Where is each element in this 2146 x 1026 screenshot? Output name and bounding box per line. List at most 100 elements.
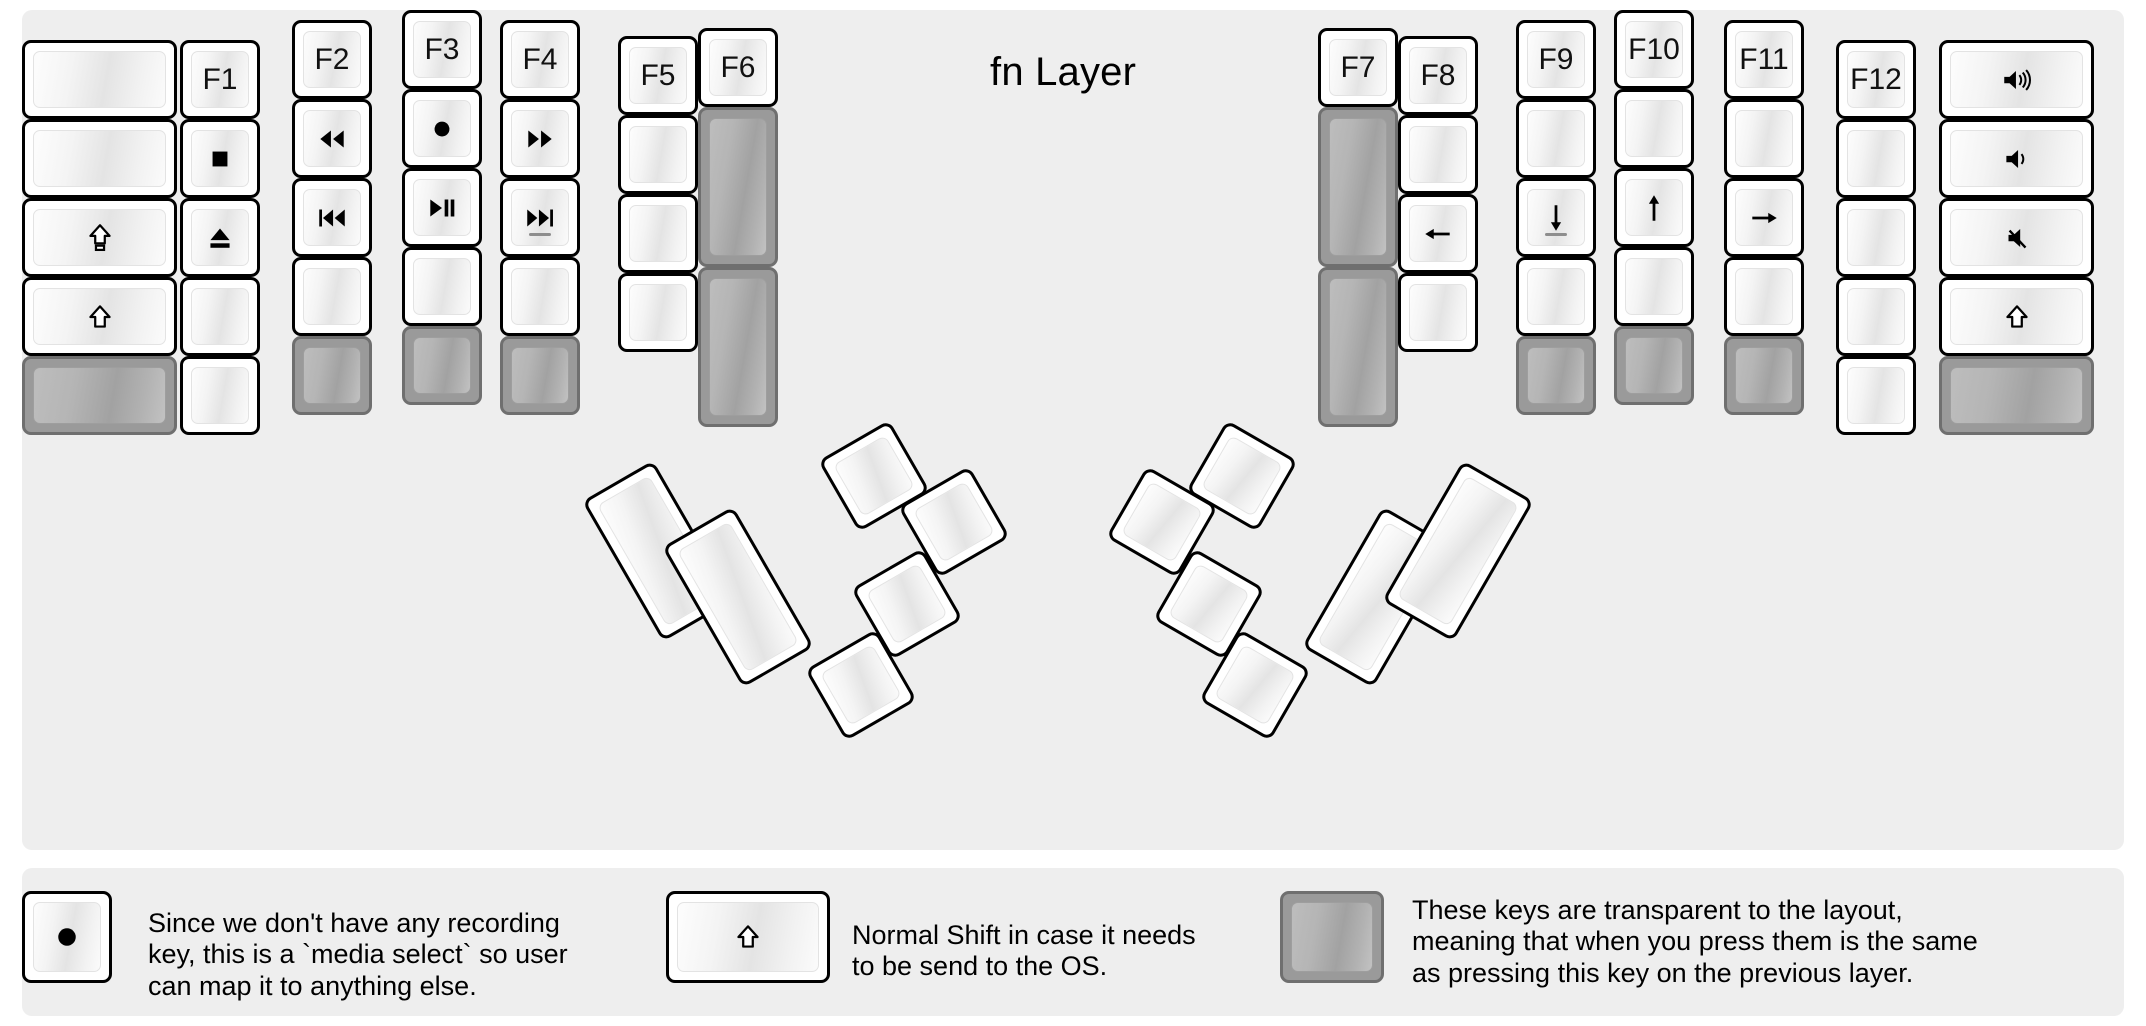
key-blank-r4c9[interactable]: [1516, 257, 1596, 336]
key-blank-r1c1[interactable]: [22, 40, 177, 119]
key-f2[interactable]: F2: [292, 20, 372, 99]
keycap-face: [511, 347, 569, 404]
key-f7[interactable]: F7: [1318, 28, 1398, 107]
key-transparent-tall-r1[interactable]: [1318, 107, 1398, 267]
keycap-face: [1735, 110, 1793, 167]
key-label: F11: [1739, 42, 1789, 76]
key-media-record[interactable]: [402, 89, 482, 168]
key-transparent-bottom-outer-r[interactable]: [1939, 356, 2094, 435]
keycap-face: [866, 563, 948, 645]
key-label: F8: [1420, 58, 1456, 92]
key-arrow-down[interactable]: [1516, 178, 1596, 257]
keycap-face: [709, 278, 767, 416]
keycap-face: [413, 258, 471, 315]
key-f5[interactable]: F5: [618, 36, 698, 115]
key-blank-r2c10[interactable]: [1614, 89, 1694, 168]
key-blank-r4c12[interactable]: [1836, 277, 1916, 356]
legend-text-0: Since we don't have any recording key, t…: [148, 908, 568, 1001]
key-transparent-bottom-outer[interactable]: [22, 356, 177, 435]
key-blank-r5c12[interactable]: [1836, 356, 1916, 435]
key-transparent-tall-r2[interactable]: [1318, 267, 1398, 427]
key-mute[interactable]: [1939, 198, 2094, 277]
key-shift-left[interactable]: [22, 277, 177, 356]
key-media-playpause[interactable]: [402, 168, 482, 247]
key-blank-r2c9[interactable]: [1516, 99, 1596, 178]
key-volume-up[interactable]: [1939, 40, 2094, 119]
key-f6[interactable]: F6: [698, 28, 778, 107]
key-blank-r3c6[interactable]: [618, 194, 698, 273]
key-arrow-up[interactable]: [1614, 168, 1694, 247]
key-shift-right[interactable]: [1939, 277, 2094, 356]
key-arrow-left[interactable]: [1398, 194, 1478, 273]
key-f12[interactable]: F12: [1836, 40, 1916, 119]
key-media-eject[interactable]: [180, 198, 260, 277]
key-blank-r2c1[interactable]: [22, 119, 177, 198]
key-transparent-r5c11[interactable]: [1724, 336, 1804, 415]
key-transparent-r5c4[interactable]: [402, 326, 482, 405]
keycap-face: [33, 51, 166, 108]
keycap-face: [1847, 130, 1905, 187]
mute-icon: [2000, 221, 2034, 255]
key-transparent-r5c9[interactable]: [1516, 336, 1596, 415]
key-f1[interactable]: F1: [180, 40, 260, 119]
keycap-face: [629, 126, 687, 183]
keycap-face: [629, 284, 687, 341]
keycap-face: [33, 130, 166, 187]
key-media-next[interactable]: [500, 178, 580, 257]
key-transparent-tall-2[interactable]: [698, 267, 778, 427]
key-blank-r4c5[interactable]: [500, 257, 580, 336]
key-arrow-right[interactable]: [1724, 178, 1804, 257]
key-blank-r4c11[interactable]: [1724, 257, 1804, 336]
key-media-prev[interactable]: [292, 178, 372, 257]
homing-bar: [529, 233, 551, 236]
legend-text-2: These keys are transparent to the layout…: [1412, 895, 1978, 988]
key-blank-r4c6[interactable]: [618, 273, 698, 352]
play-pause-icon: [425, 191, 459, 225]
key-blank-r4c8[interactable]: [1398, 273, 1478, 352]
record-icon: [425, 112, 459, 146]
key-transparent-r5c10[interactable]: [1614, 326, 1694, 405]
key-f3[interactable]: F3: [402, 10, 482, 89]
stop-icon: [203, 142, 237, 176]
shift-arrow-icon: [731, 920, 765, 954]
key-blank-r4c4[interactable]: [402, 247, 482, 326]
key-blank-r4c10[interactable]: [1614, 247, 1694, 326]
keycap-face: [1950, 51, 2083, 108]
key-media-rewind[interactable]: [292, 99, 372, 178]
key-volume-down[interactable]: [1939, 119, 2094, 198]
keycap-face: [1735, 268, 1793, 325]
key-blank-r5c2[interactable]: [180, 356, 260, 435]
key-transparent-r5c3[interactable]: [292, 336, 372, 415]
key-blank-r2c11[interactable]: [1724, 99, 1804, 178]
key-f8[interactable]: F8: [1398, 36, 1478, 115]
keycap-face: [1121, 481, 1203, 563]
keycap-face: [709, 118, 767, 256]
keycap-face: F3: [413, 21, 471, 78]
key-transparent-tall-1[interactable]: [698, 107, 778, 267]
keycap-face: [1847, 367, 1905, 424]
key-blank-r3c12[interactable]: [1836, 198, 1916, 277]
key-f11[interactable]: F11: [1724, 20, 1804, 99]
key-f10[interactable]: F10: [1614, 10, 1694, 89]
keycap-face: [820, 644, 902, 726]
key-blank-r2c6[interactable]: [618, 115, 698, 194]
key-blank-r2c8[interactable]: [1398, 115, 1478, 194]
key-f9[interactable]: F9: [1516, 20, 1596, 99]
key-f4[interactable]: F4: [500, 20, 580, 99]
keycap-face: F2: [303, 31, 361, 88]
key-blank-r2c12[interactable]: [1836, 119, 1916, 198]
keycap-face: [303, 189, 361, 246]
key-media-fastforward[interactable]: [500, 99, 580, 178]
key-transparent-r5c5[interactable]: [500, 336, 580, 415]
legend-panel: [22, 868, 2124, 1016]
key-blank-r4c2[interactable]: [180, 277, 260, 356]
eject-icon: [203, 221, 237, 255]
key-capslock[interactable]: [22, 198, 177, 277]
keycap-face: [191, 288, 249, 345]
key-blank-r4c3[interactable]: [292, 257, 372, 336]
keycap-face: F10: [1625, 21, 1683, 78]
keycap-face: [413, 337, 471, 394]
key-media-stop[interactable]: [180, 119, 260, 198]
keycap-face: [1625, 258, 1683, 315]
keycap-face: [303, 268, 361, 325]
